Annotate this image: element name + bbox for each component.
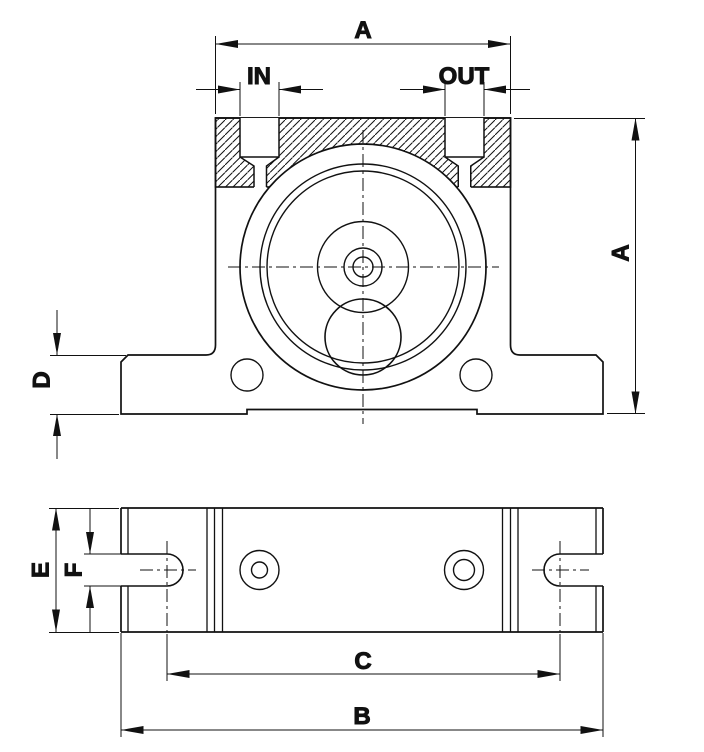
foot-hole-right xyxy=(459,358,493,392)
dim-overall-width xyxy=(215,36,511,114)
body-projection-lines-right xyxy=(501,508,519,632)
dim-label-base-length: B xyxy=(353,703,370,730)
base-outline xyxy=(120,507,604,633)
front-view-centerlines xyxy=(228,130,499,424)
dim-foot-height xyxy=(50,310,126,459)
dim-outlet xyxy=(400,82,530,116)
outlet-port xyxy=(444,118,485,189)
dim-label-outlet: OUT xyxy=(439,63,490,90)
dim-overall-height xyxy=(514,118,645,414)
inlet-port xyxy=(239,118,280,189)
dim-label-slot-centers: C xyxy=(354,648,371,675)
plan-view xyxy=(120,507,604,633)
dim-base-width xyxy=(49,508,119,633)
dim-label-inlet: IN xyxy=(247,63,271,90)
dim-base-length xyxy=(120,633,604,737)
foot-hole-left xyxy=(230,358,264,392)
dim-slot-centers xyxy=(166,634,561,681)
front-view-dimensions: A IN OUT A xyxy=(28,17,645,459)
port-hole-top-left xyxy=(239,549,280,591)
body-projection-lines-left xyxy=(206,508,224,632)
plan-view-dimensions: E F C B xyxy=(27,508,604,737)
dim-slot-width xyxy=(84,508,122,632)
dim-inlet xyxy=(196,82,323,116)
dim-label-base-width: E xyxy=(28,562,55,578)
dim-label-overall-width: A xyxy=(354,17,371,44)
dim-label-overall-height: A xyxy=(608,244,635,261)
plan-view-centerlines xyxy=(140,541,589,632)
base-chamfer-lines xyxy=(127,508,597,632)
front-view xyxy=(120,117,604,424)
dim-label-foot-height: D xyxy=(29,371,56,388)
port-hole-top-right xyxy=(443,549,485,591)
dim-label-slot-width: F xyxy=(61,563,88,578)
